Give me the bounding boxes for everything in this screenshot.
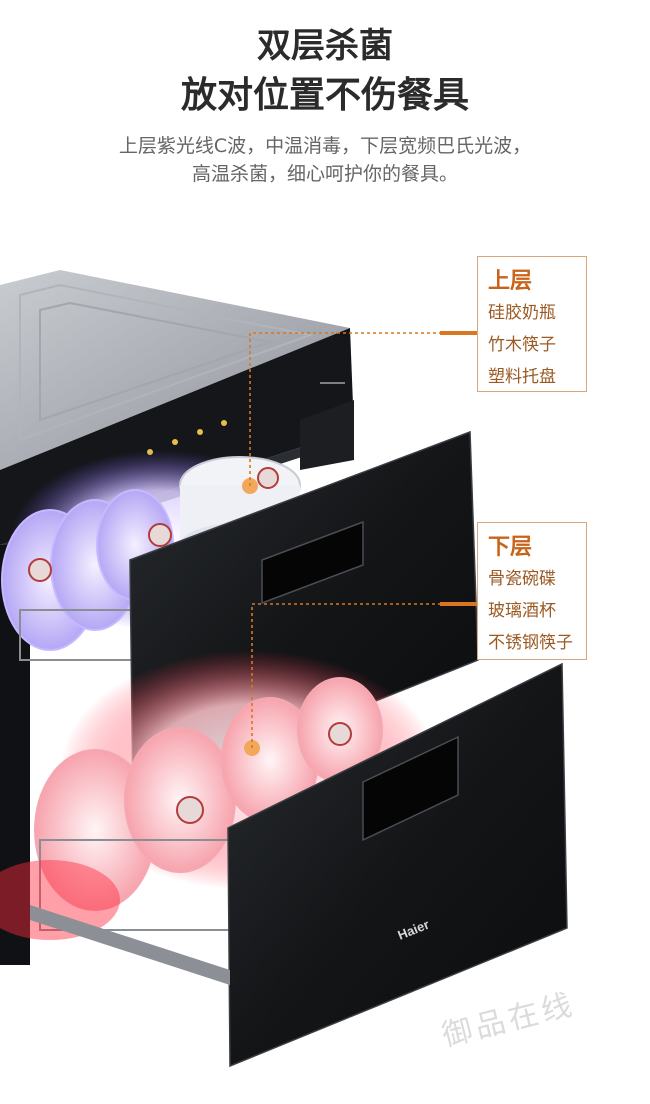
description-line-1: 上层紫光线C波，中温消毒，下层宽频巴氏光波，: [118, 135, 532, 157]
upper-layer-callout: 上层 硅胶奶瓶 竹木筷子 塑料托盘: [477, 256, 587, 392]
lower-drawer-handle: [362, 735, 459, 842]
lower-layer-title: 下层: [488, 535, 533, 560]
description-line-2: 高温杀菌，细心呵护你的餐具。: [191, 163, 458, 185]
lower-drawer-door: [227, 662, 568, 1068]
upper-drawer-handle: [261, 520, 364, 605]
headline-line-1: 双层杀菌: [257, 26, 393, 66]
upper-layer-item: 硅胶奶瓶: [488, 303, 556, 323]
upper-layer-item: 竹木筷子: [488, 335, 556, 355]
lower-compartment-heat: [0, 650, 440, 940]
lower-layer-item: 不锈钢筷子: [488, 633, 573, 653]
lower-layer-item: 玻璃酒杯: [488, 601, 556, 621]
lower-layer-item: 骨瓷碗碟: [488, 569, 556, 589]
disinfection-cabinet-illustration: [0, 270, 568, 1068]
upper-layer-item: 塑料托盘: [488, 367, 556, 387]
upper-compartment-uv: [1, 450, 310, 661]
cabinet-top-panel: [0, 270, 350, 470]
lower-layer-callout: 下层 骨瓷碗碟 玻璃酒杯 不锈钢筷子: [477, 522, 587, 660]
upper-layer-title: 上层: [488, 269, 533, 294]
drawer-rail: [30, 905, 230, 985]
headline-line-2: 放对位置不伤餐具: [180, 75, 469, 116]
callout-leader-lines: [249, 331, 477, 748]
